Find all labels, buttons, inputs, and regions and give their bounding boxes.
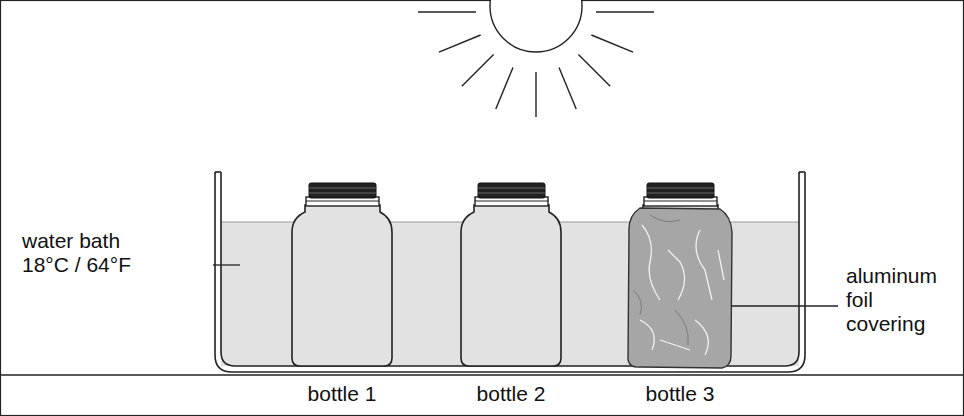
bottle-label: bottle 3 [646,382,715,406]
sun-ray [462,54,494,86]
foil-label: aluminum foil covering [846,264,954,336]
bottle-2 [461,183,561,366]
sun-ray [535,72,536,117]
tank-outer [215,172,805,372]
leader-line [213,264,240,265]
sun-ray [596,11,654,12]
foil [628,208,732,368]
sun-ray [418,11,476,12]
bottle-label: bottle 1 [308,382,377,406]
leader-line [731,305,838,306]
sun-ray [439,35,481,52]
sun-ray [578,54,610,86]
bottle-label: bottle 2 [477,382,546,406]
ground-line [0,374,964,375]
bottle-1 [292,183,392,366]
sun-ray [496,67,513,109]
sun [418,0,654,117]
sun-ray [559,67,576,109]
sun-ray [591,35,633,52]
water-bath-label: water bath 18°C / 64°F [22,229,150,277]
